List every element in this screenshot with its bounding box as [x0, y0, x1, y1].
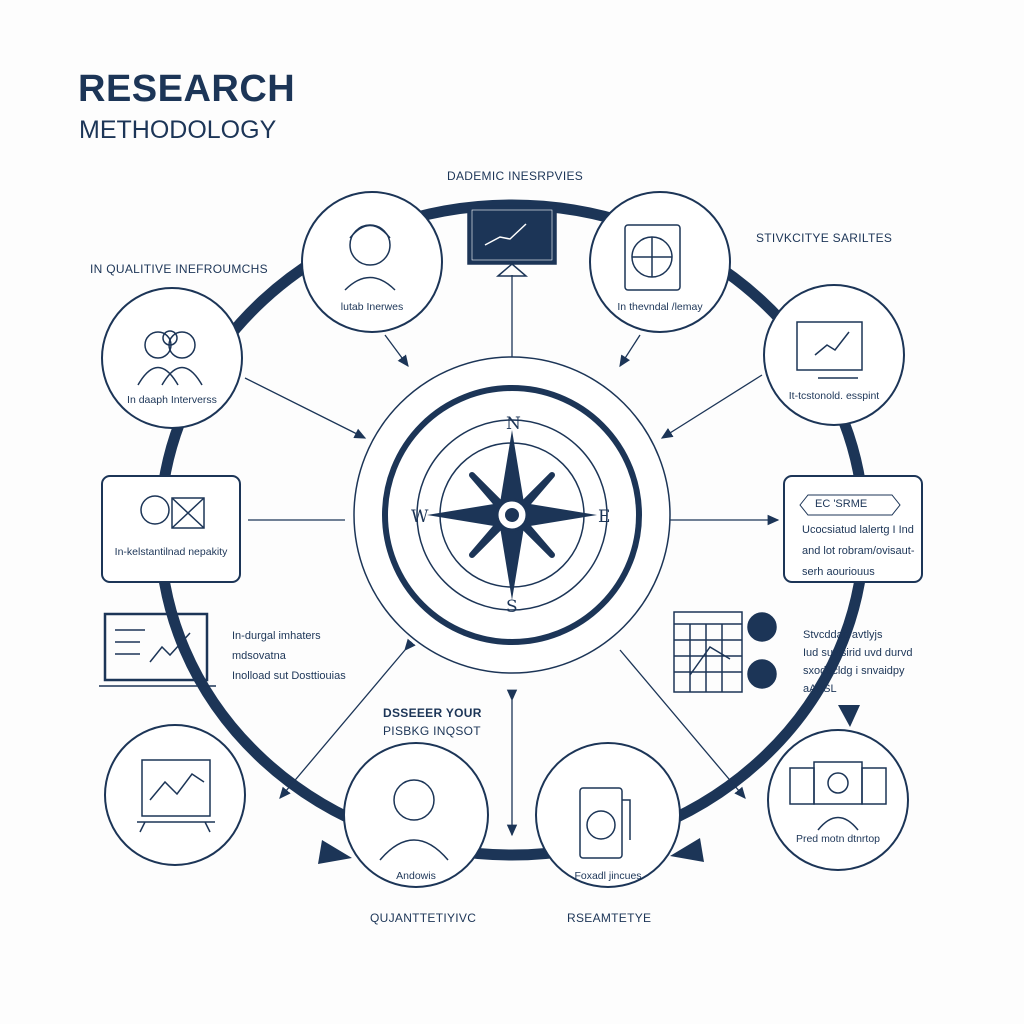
caption-foxadl: Foxadl jincues: [574, 870, 642, 882]
label-top-left: IN QUALITIVE INEFROUMCHS: [90, 262, 268, 276]
grid-line-1: Stvcddad avtlyjs: [803, 629, 883, 641]
node-chart-board: [104, 724, 246, 866]
ec-line-2: and lot robram/ovisaut-: [802, 545, 915, 557]
caption-interviews: lutab Inerwes: [340, 301, 404, 313]
ring-arrow-top-right: [838, 705, 860, 727]
gear-monitor-icon: [789, 761, 887, 831]
node-interviews: [301, 191, 443, 333]
chart-board-icon: [137, 759, 215, 833]
globe-document-icon: [624, 224, 681, 291]
spreadsheet-icon: [673, 611, 743, 693]
ring-arrow-left: [318, 840, 352, 864]
caption-andowis: Andowis: [396, 870, 436, 882]
presentation-icon: [140, 495, 205, 529]
page-title: RESEARCH: [78, 68, 296, 110]
ec-line-3: serh aouriouus: [802, 566, 875, 578]
ring-arrow-right: [670, 838, 704, 862]
compass-north: N: [506, 414, 521, 434]
label-center-bottom-2: PISBKG INQSOT: [383, 724, 481, 738]
grid-line-3: sxoducldg i snvaidpy: [803, 665, 905, 677]
laptop-line-1: In-durgal imhaters: [232, 630, 321, 642]
ec-badge-frame: [799, 494, 901, 516]
compass-west: W: [411, 507, 429, 527]
node-depth: [101, 287, 243, 429]
ec-badge: EC 'SRME: [815, 498, 868, 510]
user-badge-icon: [747, 612, 777, 642]
node-ec-frame: [783, 475, 923, 583]
page-subtitle: METHODOLOGY: [79, 116, 277, 144]
person-icon: [344, 224, 396, 291]
group-icon: [137, 330, 203, 386]
compass-south: S: [506, 597, 518, 617]
node-espint: [763, 284, 905, 426]
laptop-chart-icon: [99, 612, 216, 687]
home-badge-icon: [747, 659, 777, 689]
grid-line-4: aAI)SL: [803, 683, 837, 695]
node-andowis: [343, 742, 489, 888]
compass-east: E: [598, 507, 611, 527]
person-icon: [379, 779, 449, 861]
label-bottom-left: QUJANTTETIYIVC: [370, 911, 477, 925]
node-pred: [767, 729, 909, 871]
label-top-right: STIVKCITYE SARILTES: [756, 231, 893, 245]
laptop-line-2: mdsovatna: [232, 650, 286, 662]
ec-line-1: Ucocsiatud lalertg I Ind: [802, 524, 914, 536]
caption-thevndal: In thevndal /lemay: [617, 301, 703, 313]
monitor-chart-icon: [467, 205, 557, 277]
document-icon: [579, 787, 631, 859]
node-foxadl: [535, 742, 681, 888]
caption-nepakity: In-kelstantilnad nepakity: [114, 546, 228, 558]
node-nepakity: [101, 475, 241, 583]
label-top: DADEMIC INESRPVIES: [447, 169, 584, 183]
label-bottom-right: RSEAMTETYE: [567, 911, 652, 925]
monitor-chart-icon: [796, 321, 863, 379]
compass-icon: [353, 356, 671, 674]
label-center-bottom-1: DSSEEER YOUR: [383, 706, 482, 720]
caption-espint: It-tcstonold. esspint: [788, 390, 880, 402]
laptop-line-3: Inolload sut Dosttiouias: [232, 670, 346, 682]
caption-pred: Pred motn dtnrtop: [795, 833, 881, 845]
grid-line-2: Iud suvisirid uvd durvd: [803, 647, 913, 659]
caption-depth: In daaph Interverss: [127, 394, 217, 406]
